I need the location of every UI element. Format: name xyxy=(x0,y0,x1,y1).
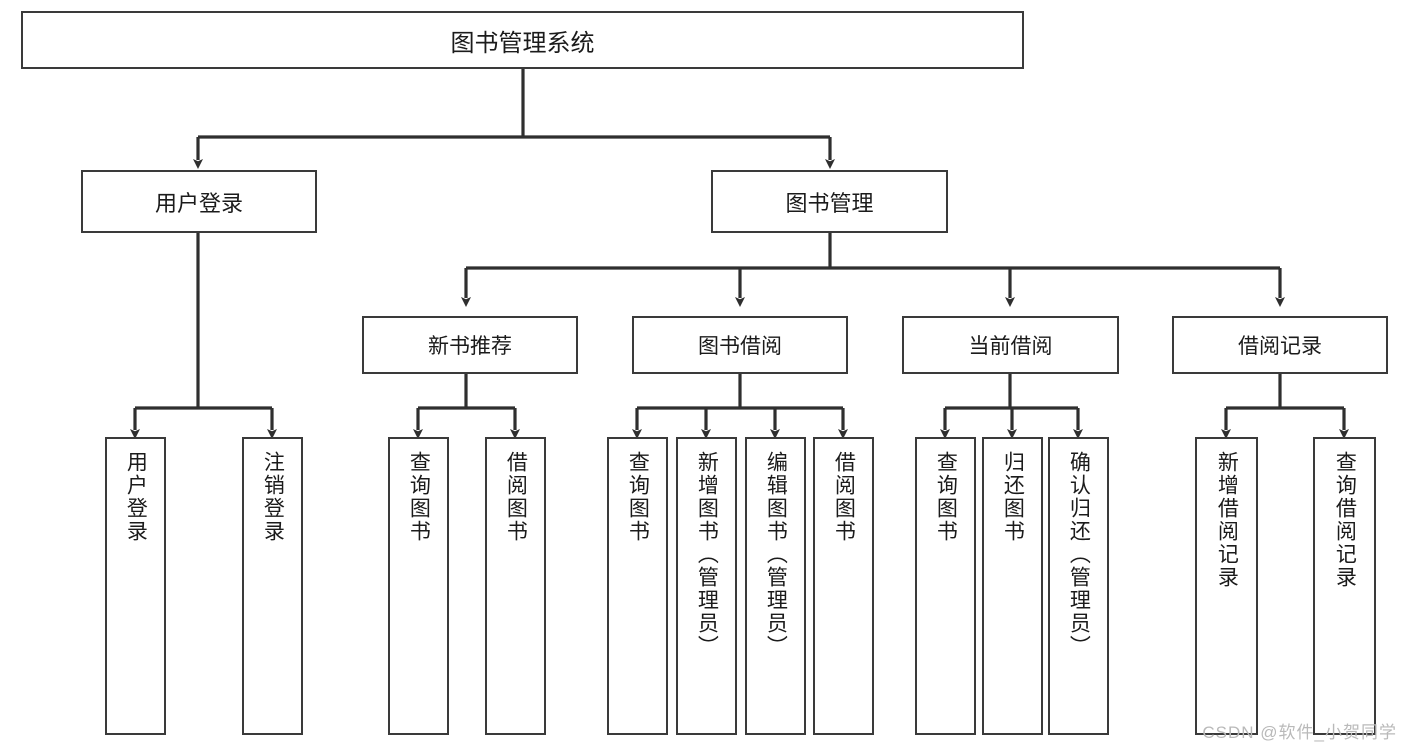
node-book-borrow[interactable]: 图书借阅 xyxy=(632,316,848,374)
leaf-user-login-login[interactable]: 用户登录 xyxy=(105,437,166,735)
leaf-label: 查询图书 xyxy=(407,451,431,543)
leaf-label: 归还图书 xyxy=(1001,451,1025,543)
leaf-label: 查询图书 xyxy=(626,451,650,543)
leaf-record-query-record[interactable]: 查询借阅记录 xyxy=(1313,437,1376,735)
node-borrow-record-label: 借阅记录 xyxy=(1238,335,1322,358)
watermark-text: CSDN @软件_小贺同学 xyxy=(1202,723,1397,742)
leaf-current-query-book[interactable]: 查询图书 xyxy=(915,437,976,735)
leaf-user-login-logout[interactable]: 注销登录 xyxy=(242,437,303,735)
leaf-label: 新增借阅记录 xyxy=(1215,451,1239,589)
node-current-borrow-label: 当前借阅 xyxy=(968,335,1053,358)
leaf-current-return-book[interactable]: 归还图书 xyxy=(982,437,1043,735)
node-book-management-label: 图书管理 xyxy=(785,190,874,216)
leaf-borrow-add-book-admin[interactable]: 新增图书（管理员） xyxy=(676,437,737,735)
leaf-label: 用户登录 xyxy=(124,451,148,543)
leaf-recommend-query-book[interactable]: 查询图书 xyxy=(388,437,449,735)
leaf-label: 查询图书 xyxy=(934,451,958,543)
node-book-borrow-label: 图书借阅 xyxy=(698,335,782,358)
node-new-book-recommend-label: 新书推荐 xyxy=(428,335,512,358)
node-book-management[interactable]: 图书管理 xyxy=(711,170,948,233)
leaf-label: 确认归还（管理员） xyxy=(1067,451,1091,658)
leaf-label: 借阅图书 xyxy=(832,451,856,543)
leaf-borrow-borrow-book[interactable]: 借阅图书 xyxy=(813,437,874,735)
node-root[interactable]: 图书管理系统 xyxy=(21,11,1024,69)
node-new-book-recommend[interactable]: 新书推荐 xyxy=(362,316,578,374)
leaf-label: 借阅图书 xyxy=(504,451,528,543)
leaf-borrow-query-book[interactable]: 查询图书 xyxy=(607,437,668,735)
leaf-label: 编辑图书（管理员） xyxy=(764,451,788,658)
node-borrow-record[interactable]: 借阅记录 xyxy=(1172,316,1388,374)
leaf-recommend-borrow-book[interactable]: 借阅图书 xyxy=(485,437,546,735)
leaf-label: 注销登录 xyxy=(261,451,285,543)
leaf-record-add-record[interactable]: 新增借阅记录 xyxy=(1195,437,1258,735)
leaf-borrow-edit-book-admin[interactable]: 编辑图书（管理员） xyxy=(745,437,806,735)
leaf-current-confirm-return-admin[interactable]: 确认归还（管理员） xyxy=(1048,437,1109,735)
node-user-login[interactable]: 用户登录 xyxy=(81,170,317,233)
node-root-label: 图书管理系统 xyxy=(450,29,595,57)
node-user-login-label: 用户登录 xyxy=(154,190,243,216)
node-current-borrow[interactable]: 当前借阅 xyxy=(902,316,1119,374)
leaf-label: 新增图书（管理员） xyxy=(695,451,719,658)
leaf-label: 查询借阅记录 xyxy=(1333,451,1357,589)
